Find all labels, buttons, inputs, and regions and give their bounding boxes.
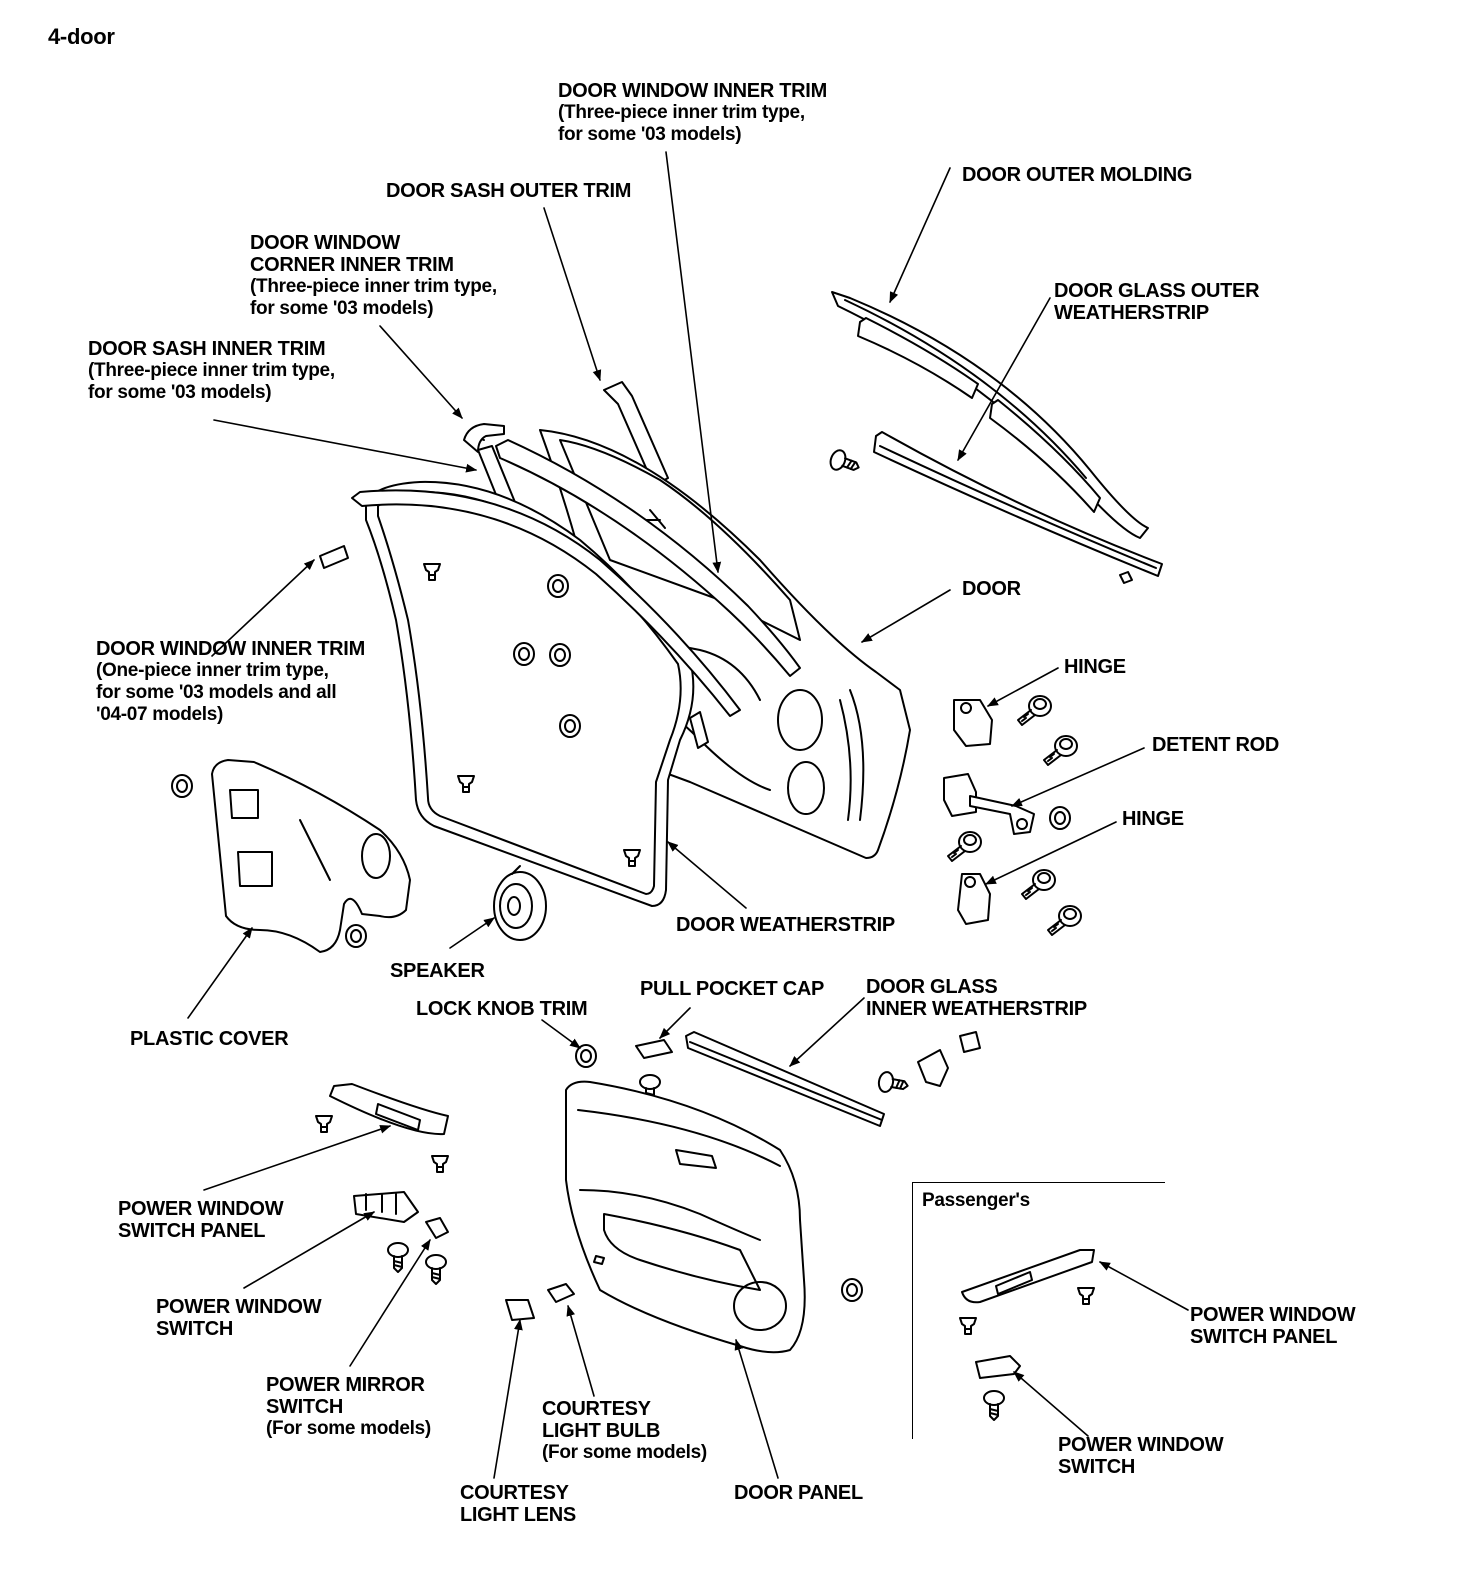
label-line: COURTESY	[542, 1398, 651, 1420]
door-window-inner-trim-1pc-part	[319, 489, 741, 717]
label-line: DOOR GLASS OUTER	[1054, 280, 1260, 302]
label-line: DOOR GLASS	[866, 976, 998, 998]
label-line: POWER WINDOW	[1058, 1434, 1224, 1456]
label-note: for some '03 models and all	[96, 682, 337, 703]
label-door-sash-outer-trim: DOOR SASH OUTER TRIM	[386, 180, 632, 202]
speaker-part	[493, 865, 547, 941]
label-line: SWITCH PANEL	[1190, 1326, 1338, 1348]
courtesy-light-lens-part	[505, 1299, 535, 1321]
label-door-glass-inner-weatherstrip: DOOR GLASS INNER WEATHERSTRIP	[866, 976, 1087, 1020]
upper-hinge-part	[953, 699, 993, 747]
label-plastic-cover: PLASTIC COVER	[130, 1028, 289, 1050]
label-detent-rod: DETENT ROD	[1152, 734, 1280, 756]
label-speaker: SPEAKER	[390, 960, 485, 982]
label-title: DOOR WINDOW INNER TRIM	[96, 638, 365, 660]
pull-pocket-cap-part	[635, 1039, 673, 1059]
leader-lines	[187, 151, 1189, 1479]
label-note: (Three-piece inner trim type,	[88, 360, 335, 381]
label-line: POWER WINDOW	[1190, 1304, 1356, 1326]
label-note: (One-piece inner trim type,	[96, 660, 329, 681]
label-line: SWITCH	[1058, 1456, 1136, 1478]
label-door-weatherstrip: DOOR WEATHERSTRIP	[676, 914, 895, 936]
label-power-mirror-switch: POWER MIRROR SWITCH (For some models)	[266, 1374, 431, 1440]
door-sash-outer-trim-part	[603, 381, 669, 487]
label-note: (For some models)	[266, 1418, 431, 1439]
label-door-sash-inner-trim: DOOR SASH INNER TRIM (Three-piece inner …	[88, 338, 335, 404]
label-door-glass-outer-weatherstrip: DOOR GLASS OUTER WEATHERSTRIP	[1054, 280, 1260, 324]
label-line: POWER WINDOW	[118, 1198, 284, 1220]
passenger-inset-title: Passenger's	[922, 1190, 1030, 1211]
label-door-window-corner-inner-trim: DOOR WINDOW CORNER INNER TRIM (Three-pie…	[250, 232, 497, 320]
label-door-outer-molding: DOOR OUTER MOLDING	[962, 164, 1193, 186]
label-power-window-switch-panel: POWER WINDOW SWITCH PANEL	[118, 1198, 284, 1242]
label-title: DOOR SASH INNER TRIM	[88, 338, 326, 360]
label-line: COURTESY	[460, 1482, 569, 1504]
label-line: SWITCH	[156, 1318, 234, 1340]
plastic-cover-part	[211, 759, 411, 953]
label-note: (Three-piece inner trim type,	[558, 102, 805, 123]
door-glass-outer-weatherstrip-part	[857, 317, 1163, 577]
label-courtesy-light-bulb: COURTESY LIGHT BULB (For some models)	[542, 1398, 707, 1464]
label-line: DOOR WINDOW	[250, 232, 401, 254]
label-passenger-switch-panel: POWER WINDOW SWITCH PANEL	[1190, 1304, 1356, 1348]
courtesy-light-bulb-part	[547, 1283, 575, 1303]
label-line: WEATHERSTRIP	[1054, 302, 1209, 324]
label-title: DOOR WINDOW INNER TRIM	[558, 80, 827, 102]
passenger-inset-frame	[912, 1182, 1165, 1439]
label-power-window-switch: POWER WINDOW SWITCH	[156, 1296, 322, 1340]
label-hinge-upper: HINGE	[1064, 656, 1126, 678]
power-mirror-switch-part	[425, 1217, 449, 1239]
label-courtesy-light-lens: COURTESY LIGHT LENS	[460, 1482, 576, 1526]
door-window-inner-trim-3pc-part	[495, 439, 801, 677]
passenger-switch-part	[975, 1355, 1021, 1379]
label-line: POWER MIRROR	[266, 1374, 425, 1396]
label-note: (Three-piece inner trim type,	[250, 276, 497, 297]
label-door-window-inner-trim-1pc: DOOR WINDOW INNER TRIM (One-piece inner …	[96, 638, 365, 726]
label-line: POWER WINDOW	[156, 1296, 322, 1318]
label-note: for some '03 models)	[250, 298, 434, 319]
door-panel-part	[565, 1080, 806, 1354]
label-line: SWITCH PANEL	[118, 1220, 266, 1242]
label-line: INNER WEATHERSTRIP	[866, 998, 1087, 1020]
door-window-corner-inner-trim-part	[463, 423, 505, 453]
label-note: (For some models)	[542, 1442, 707, 1463]
lower-hinge-part	[957, 873, 991, 925]
label-passenger-switch: POWER WINDOW SWITCH	[1058, 1434, 1224, 1478]
label-note: for some '03 models)	[558, 124, 742, 145]
label-line: LIGHT LENS	[460, 1504, 576, 1526]
label-note: '04-07 models)	[96, 704, 224, 725]
label-line: SWITCH	[266, 1396, 344, 1418]
label-door: DOOR	[962, 578, 1021, 600]
power-window-switch-panel-part	[329, 1083, 449, 1136]
label-lock-knob-trim: LOCK KNOB TRIM	[416, 998, 588, 1020]
label-note: for some '03 models)	[88, 382, 272, 403]
door-glass-inner-weatherstrip-part	[685, 1031, 885, 1127]
passenger-switch-panel-part	[961, 1249, 1095, 1304]
label-pull-pocket-cap: PULL POCKET CAP	[640, 978, 825, 1000]
page-title: 4-door	[48, 24, 115, 49]
label-hinge-lower: HINGE	[1122, 808, 1184, 830]
label-line: LIGHT BULB	[542, 1420, 661, 1442]
detent-rod-part	[943, 773, 1035, 835]
label-door-window-inner-trim-3pc: DOOR WINDOW INNER TRIM (Three-piece inne…	[558, 80, 827, 146]
label-door-panel: DOOR PANEL	[734, 1482, 863, 1504]
label-line: CORNER INNER TRIM	[250, 254, 454, 276]
